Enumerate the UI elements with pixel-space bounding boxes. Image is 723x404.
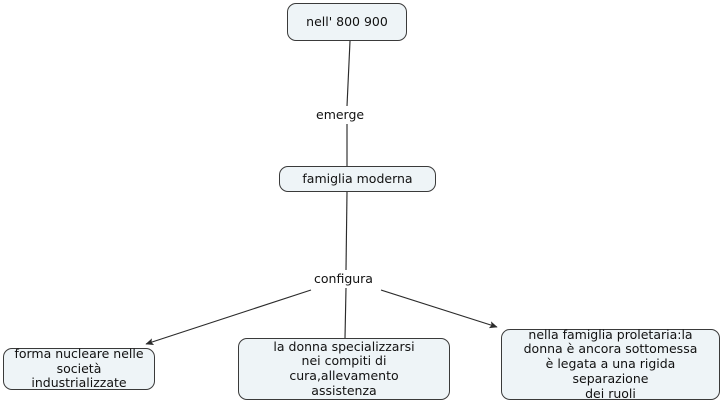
- edge-label-emerge: emerge: [313, 108, 368, 123]
- edge-configura-to-left: [145, 289, 312, 346]
- node-forma-nucleare[interactable]: forma nucleare nelle società industriali…: [3, 346, 155, 390]
- edge-label-configura: configura: [311, 272, 376, 287]
- edge-top-to-emerge: [346, 40, 351, 107]
- node-famiglia-proletaria[interactable]: nella famiglia proletaria:la donna è anc…: [501, 327, 720, 401]
- edge-configura-to-right: [380, 289, 498, 329]
- node-famiglia-moderna[interactable]: famiglia moderna: [279, 166, 436, 192]
- node-donna-specializzarsi[interactable]: la donna specializzarsi nei compiti di c…: [238, 338, 450, 400]
- edge-mid-to-configura: [345, 191, 348, 271]
- node-nell-800-900[interactable]: nell' 800 900: [287, 3, 407, 41]
- edge-configura-to-center: [344, 287, 347, 339]
